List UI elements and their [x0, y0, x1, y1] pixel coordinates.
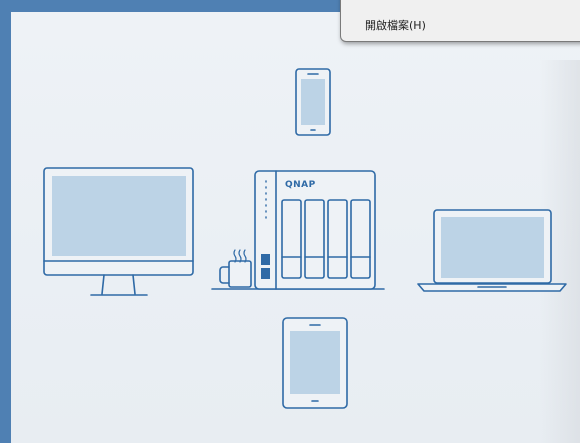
desktop-monitor-icon [43, 167, 194, 296]
coffee-mug-icon [219, 249, 252, 288]
qnap-logo: QNAP [285, 180, 316, 190]
tablet-icon [282, 317, 348, 409]
laptop-icon [417, 209, 567, 292]
nas-icon [211, 170, 385, 290]
context-menu: 開啟檔案(H) [340, 0, 580, 42]
smartphone-icon [295, 68, 331, 136]
menu-item-open-file[interactable]: 開啟檔案(H) [365, 19, 426, 32]
